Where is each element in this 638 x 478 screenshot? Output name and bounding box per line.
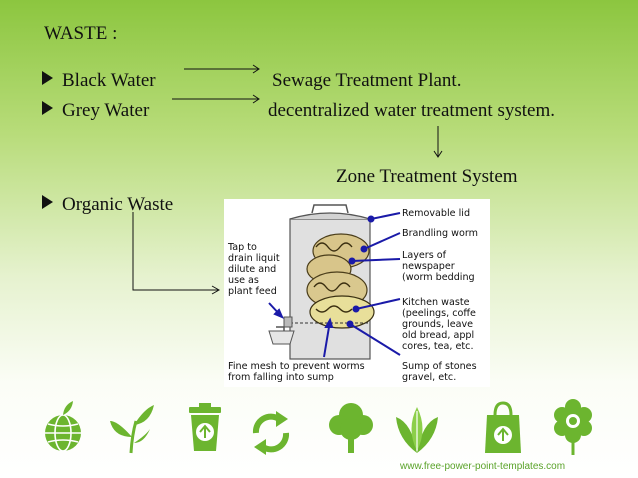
diagram-label-sump-1: Sump of stones	[402, 361, 477, 372]
item-organic-waste: Organic Waste	[62, 194, 174, 215]
item-grey-water-target: decentralized water treatment system.	[268, 100, 555, 121]
recycle-bag-icon	[485, 401, 521, 453]
recycle-arrows-icon	[252, 411, 290, 455]
globe-leaf-icon	[45, 401, 81, 452]
zone-treatment-label: Zone Treatment System	[336, 166, 518, 187]
diagram-label-sump-2: gravel, etc.	[402, 372, 457, 383]
bullet-arrow-icon	[42, 101, 53, 115]
item-black-water-target: Sewage Treatment Plant.	[272, 70, 462, 91]
diagram-label-layers-2: newspaper	[402, 261, 455, 272]
diagram-label-tap-1: Tap to	[228, 242, 257, 253]
diagram-label-lid: Removable lid	[402, 208, 471, 219]
leaves-icon	[396, 407, 438, 453]
diagram-label-layers-1: Layers of	[402, 250, 447, 261]
diagram-label-kitchen-2: (peelings, coffe	[402, 308, 476, 319]
flower-icon	[554, 399, 592, 455]
diagram-label-kitchen-4: old bread, appl	[402, 330, 475, 341]
diagram-label-mesh-1: Fine mesh to prevent worms	[228, 361, 365, 372]
diagram-label-tap-4: use as	[228, 275, 259, 286]
item-black-water: Black Water	[62, 70, 156, 91]
diagram-label-tap-5: plant feed	[228, 286, 277, 297]
recycle-bin-icon	[189, 403, 221, 451]
diagram-label-tap-3: dilute and	[228, 264, 277, 275]
tree-icon	[329, 403, 373, 453]
bullet-arrow-icon	[42, 71, 53, 85]
diagram-label-kitchen-5: cores, tea, etc.	[402, 341, 474, 352]
sprout-icon	[110, 405, 154, 454]
slide-heading: WASTE :	[44, 23, 118, 44]
wormery-diagram: Removable lid Brandling worm Layers of n…	[224, 199, 490, 387]
wormery-drawing	[268, 204, 401, 360]
diagram-label-kitchen-3: grounds, leave	[402, 319, 474, 330]
diagram-label-tap-2: drain liquit	[228, 253, 280, 264]
diagram-label-kitchen-1: Kitchen waste	[402, 297, 470, 308]
item-grey-water: Grey Water	[62, 100, 150, 121]
diagram-label-mesh-2: from falling into sump	[228, 372, 334, 383]
diagram-label-worms: Brandling worm	[402, 228, 478, 239]
footer-url[interactable]: www.free-power-point-templates.com	[400, 461, 566, 472]
bullet-arrow-icon	[42, 195, 53, 209]
diagram-label-layers-3: (worm bedding	[402, 272, 475, 283]
